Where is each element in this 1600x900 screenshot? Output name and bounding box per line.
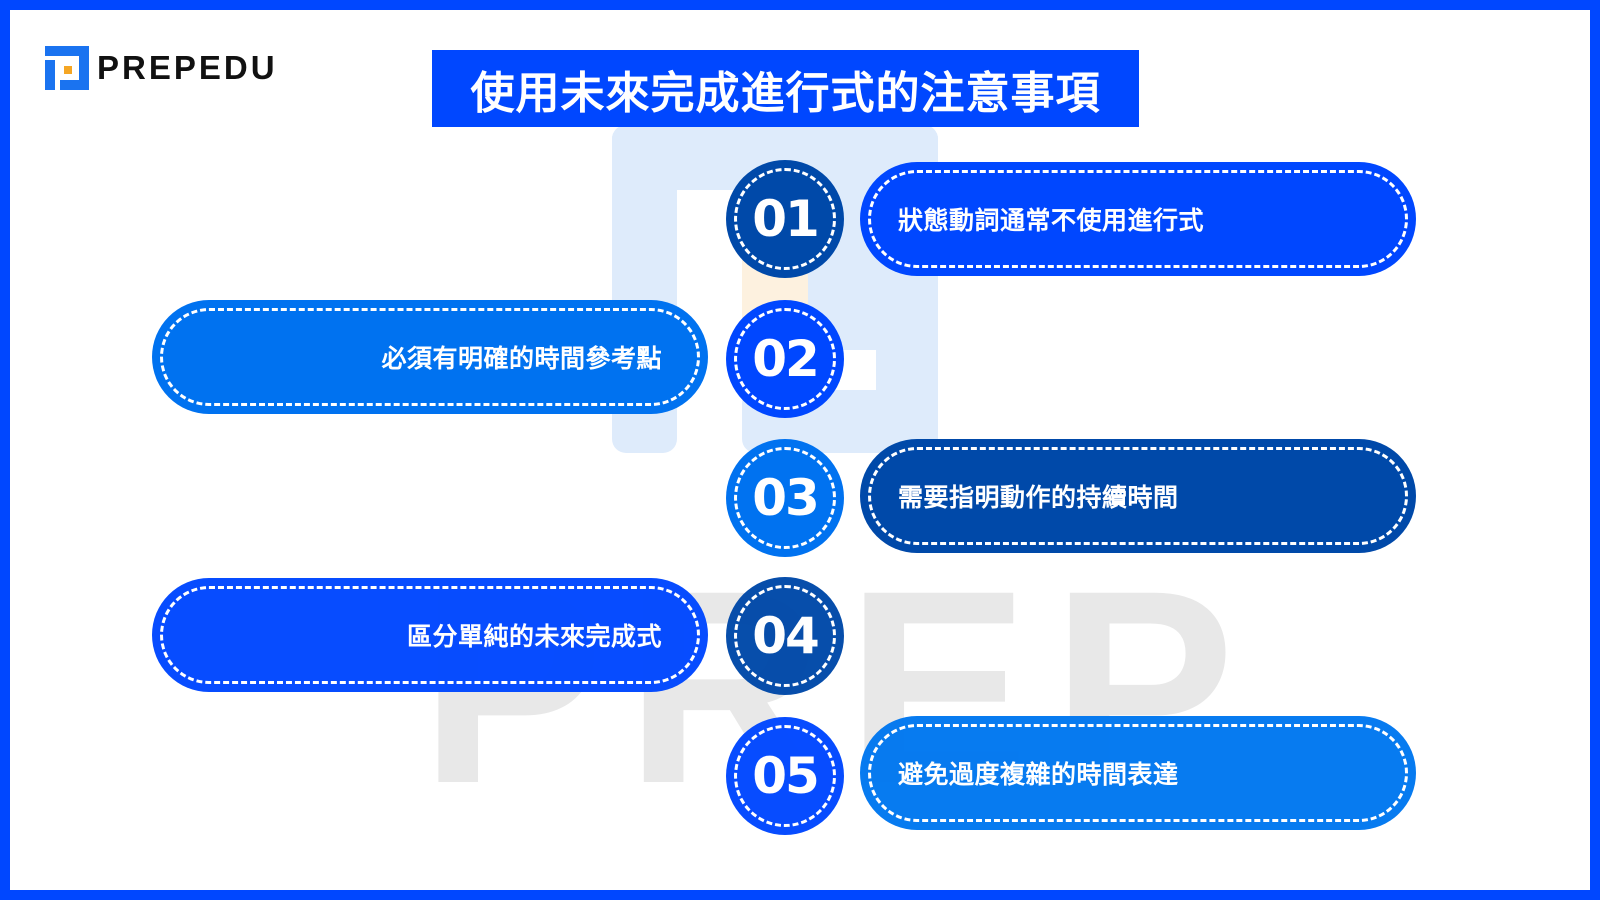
step-pill: 需要指明動作的持續時間 xyxy=(860,439,1416,553)
step-number-badge: 01 xyxy=(726,160,844,278)
step-number: 03 xyxy=(752,469,820,527)
step-pill: 狀態動詞通常不使用進行式 xyxy=(860,162,1416,276)
step-text: 需要指明動作的持續時間 xyxy=(898,483,1179,512)
step-text: 必須有明確的時間參考點 xyxy=(381,344,662,373)
step-number: 04 xyxy=(752,607,820,665)
step-text: 區分單純的未來完成式 xyxy=(406,622,662,651)
prepedu-logo-icon xyxy=(45,46,89,90)
step-text: 狀態動詞通常不使用進行式 xyxy=(898,206,1205,235)
step-number-badge: 03 xyxy=(726,439,844,557)
step-number-badge: 04 xyxy=(726,577,844,695)
step-number: 05 xyxy=(752,747,820,805)
step-number-badge: 02 xyxy=(726,300,844,418)
step-number: 02 xyxy=(752,330,820,388)
step-text: 避免過度複雜的時間表達 xyxy=(898,760,1179,789)
step-pill: 必須有明確的時間參考點 xyxy=(152,300,708,414)
step-number: 01 xyxy=(752,190,820,248)
infographic-canvas: PREP PREPEDU 使用未來完成進行式的注意事項 01 狀態動詞通常不使用… xyxy=(10,10,1590,890)
step-pill: 避免過度複雜的時間表達 xyxy=(860,716,1416,830)
logo-text: PREPEDU xyxy=(97,49,278,86)
step-number-badge: 05 xyxy=(726,717,844,835)
page-title: 使用未來完成進行式的注意事項 xyxy=(432,50,1139,127)
prepedu-logo: PREPEDU xyxy=(45,46,278,90)
step-pill: 區分單純的未來完成式 xyxy=(152,578,708,692)
